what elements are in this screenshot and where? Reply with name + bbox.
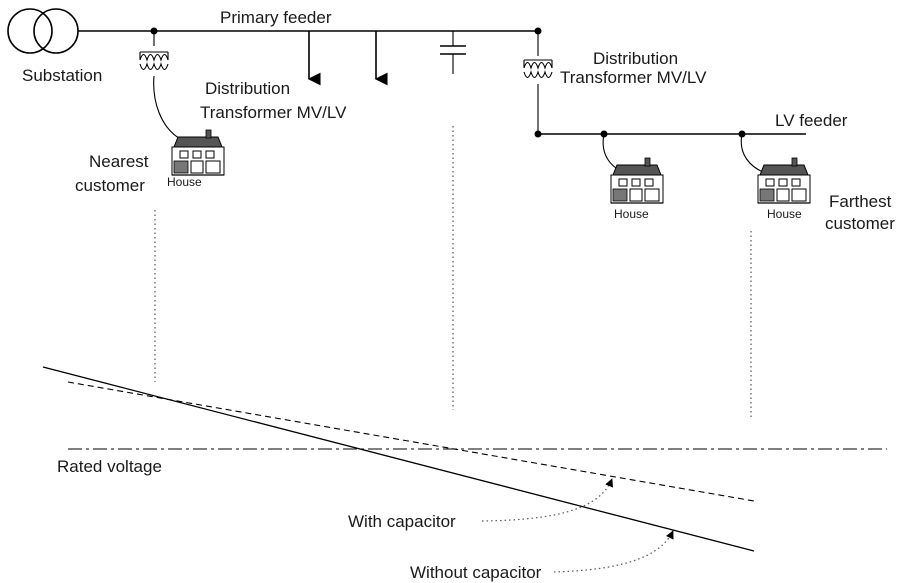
house-icon (757, 157, 811, 204)
rated-voltage-label: Rated voltage (57, 457, 162, 476)
house-label-3: House (767, 207, 802, 221)
house-icon (610, 157, 664, 204)
nearest-customer-line1: Nearest (89, 152, 149, 171)
with-capacitor-label: With capacitor (348, 512, 456, 531)
house-label-2: House (614, 207, 649, 221)
house-icon (171, 129, 225, 176)
substation-transformer-icon (7, 8, 79, 54)
without-capacitor-label: Without capacitor (410, 563, 542, 582)
farthest-customer-line2: customer (825, 214, 895, 233)
without-capacitor-pointer (553, 530, 674, 573)
dist-transformer-1-line2: Transformer MV/LV (200, 103, 347, 122)
capacitor-icon (440, 31, 466, 74)
transformer-coil-icon (523, 59, 553, 79)
house-label-1: House (167, 175, 202, 189)
farthest-customer-line1: Farthest (829, 192, 892, 211)
lv-feeder-label: LV feeder (775, 111, 848, 130)
with-capacitor-curve (67, 381, 755, 502)
transformer-coil-icon (139, 31, 169, 71)
dist-transformer-1-line1: Distribution (205, 79, 290, 98)
nearest-customer-line2: customer (75, 176, 145, 195)
with-capacitor-pointer (481, 478, 613, 522)
dist-transformer-2-line1: Distribution (593, 49, 678, 68)
dist-transformer-2-line2: Transformer MV/LV (560, 68, 707, 87)
substation-label: Substation (22, 66, 102, 85)
primary-feeder-label: Primary feeder (220, 8, 332, 27)
service-drop-1 (153, 75, 183, 141)
